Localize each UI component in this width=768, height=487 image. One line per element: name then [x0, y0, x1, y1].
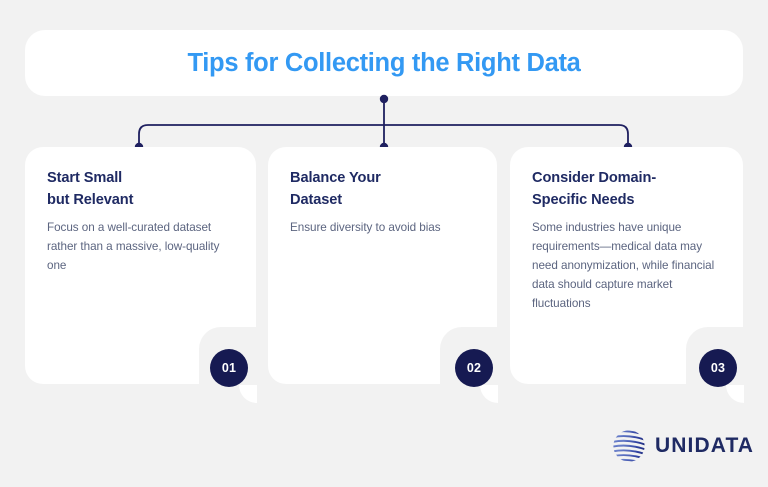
tip-card-1-number-badge: 01 [210, 349, 248, 387]
tip-card-3-text: Some industries have unique requirements… [532, 221, 715, 310]
tip-card-3[interactable]: Consider Domain- Specific Needs Some ind… [510, 147, 744, 403]
tip-card-3-number-badge: 03 [699, 349, 737, 387]
page-title: Tips for Collecting the Right Data [187, 48, 581, 77]
connector-dot-top [379, 94, 389, 104]
bracket-path [138, 124, 629, 148]
tip-card-2-text: Ensure diversity to avoid bias [290, 221, 441, 235]
tip-card-2[interactable]: Balance Your Dataset Ensure diversity to… [268, 147, 498, 403]
tip-card-1[interactable]: Start Small but Relevant Focus on a well… [25, 147, 257, 403]
tip-card-1-text: Focus on a well-curated dataset rather t… [47, 221, 220, 273]
tip-card-2-number-badge: 02 [455, 349, 493, 387]
tip-card-1-heading: Start Small but Relevant [47, 170, 134, 208]
tip-card-2-heading: Balance Your Dataset [290, 170, 381, 208]
tip-card-3-content: Consider Domain- Specific Needs Some ind… [532, 168, 723, 314]
tip-card-1-content: Start Small but Relevant Focus on a well… [47, 168, 236, 276]
unidata-wordmark: UNIDATA [655, 434, 755, 457]
tip-card-3-heading: Consider Domain- Specific Needs [532, 170, 657, 208]
tips-card-row: Start Small but Relevant Focus on a well… [25, 147, 744, 403]
unidata-logo: UNIDATA [612, 424, 755, 468]
header-banner: Tips for Collecting the Right Data [25, 30, 743, 96]
globe-icon [613, 430, 645, 462]
tip-card-2-content: Balance Your Dataset Ensure diversity to… [290, 168, 477, 238]
